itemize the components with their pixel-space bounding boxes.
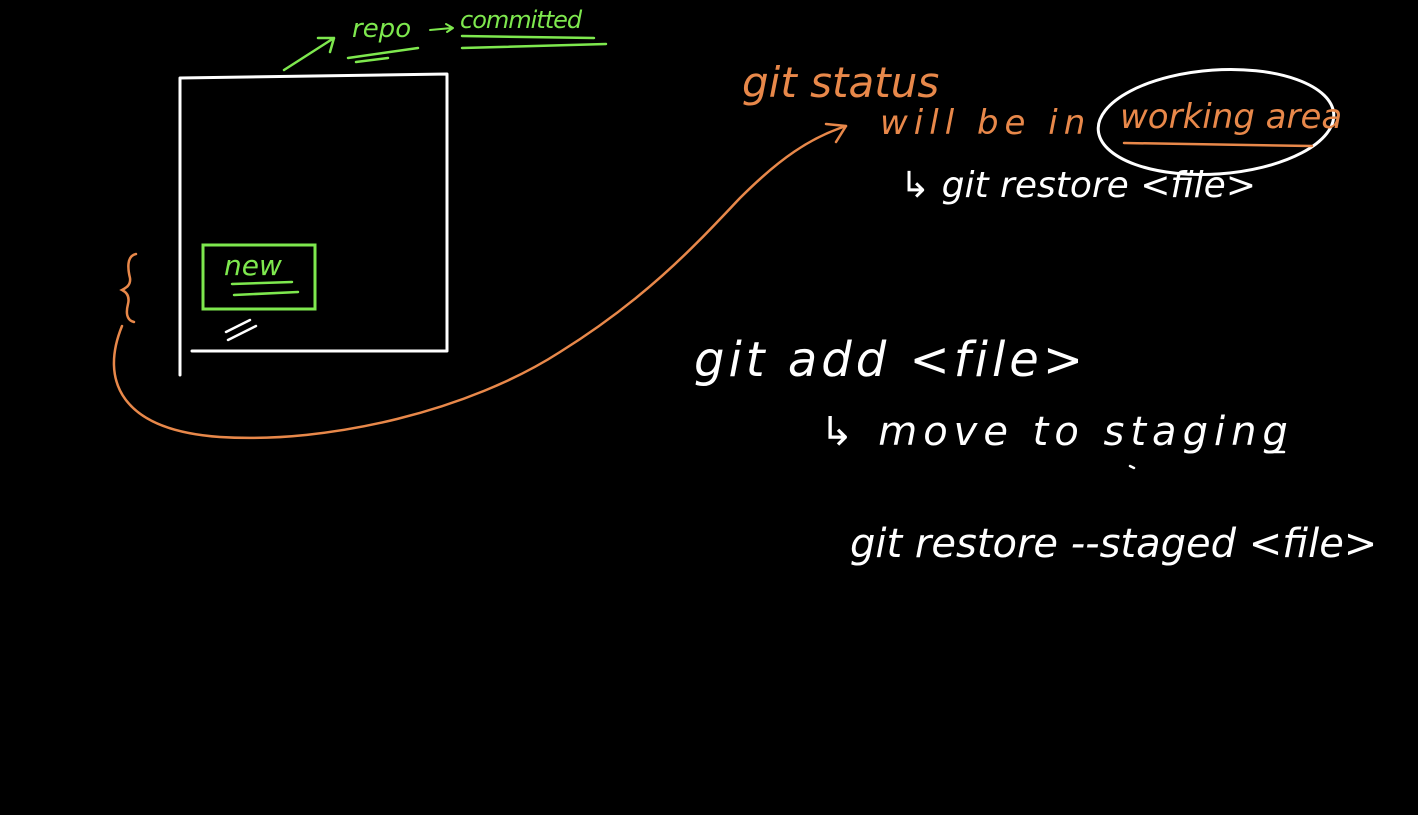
orange-brace — [119, 252, 138, 324]
committed-underline — [460, 34, 608, 50]
git-restore-file-label: ↳ git restore <file> — [900, 165, 1256, 206]
staging-dash — [1128, 450, 1286, 470]
new-label: new — [224, 249, 282, 282]
will-be-in-label: will be in — [880, 103, 1092, 143]
git-add-file-label: git add <file> — [694, 332, 1088, 388]
repo-underline — [346, 46, 420, 64]
repo-to-committed-arrow — [429, 23, 454, 33]
working-area-circle — [1096, 67, 1336, 177]
git-status-label: git status — [742, 58, 940, 107]
working-area-label: working area — [1120, 97, 1343, 137]
repo-arrow — [282, 36, 336, 72]
committed-label: committed — [460, 6, 582, 34]
repo-label: repo — [352, 14, 412, 44]
working-area-underline — [1122, 141, 1314, 148]
move-to-staging-label: ↳ move to staging — [820, 409, 1294, 455]
new-underline — [230, 280, 300, 297]
new-file-box — [201, 243, 317, 311]
double-tick-mark — [224, 318, 258, 342]
git-restore-staged-label: git restore --staged <file> — [850, 521, 1378, 567]
status-curve-arrow — [112, 124, 848, 440]
repo-box — [178, 72, 449, 377]
status-arrowhead — [824, 122, 848, 144]
